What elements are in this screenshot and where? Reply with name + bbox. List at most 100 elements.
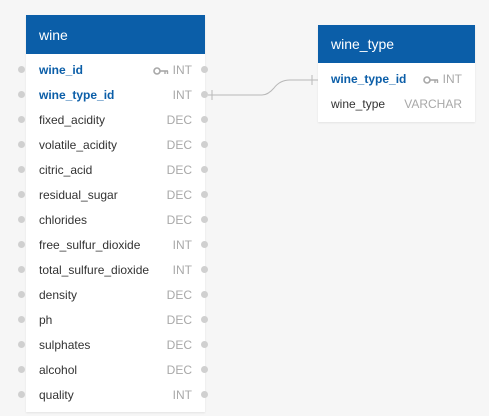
key-icon (152, 65, 169, 75)
column-name: ph (39, 312, 53, 327)
column-type: INT (173, 88, 192, 102)
key-icon (422, 74, 439, 84)
column-type: INT (173, 388, 192, 402)
column-type-label: INT (442, 71, 462, 86)
column-row-wine-type[interactable]: wine_type VARCHAR (318, 91, 475, 116)
right-connector-dot[interactable] (201, 166, 208, 173)
column-type: INT (173, 238, 192, 252)
column-row-volatile-acidity[interactable]: volatile_acidity DEC (18, 132, 208, 157)
column-row-sulphates[interactable]: sulphates DEC (18, 332, 208, 357)
column-type: DEC (167, 213, 192, 227)
column-type-label: DEC (166, 137, 192, 152)
column-row-fixed-acidity[interactable]: fixed_acidity DEC (18, 107, 208, 132)
column-type-label: VARCHAR (404, 96, 462, 111)
left-connector-dot[interactable] (18, 116, 25, 123)
table-header[interactable]: wine_type (318, 25, 475, 63)
column-name: wine_id (39, 62, 84, 77)
left-connector-dot[interactable] (18, 191, 25, 198)
column-row-chlorides[interactable]: chlorides DEC (18, 207, 208, 232)
left-connector-dot[interactable] (18, 66, 25, 73)
left-connector-dot[interactable] (18, 291, 25, 298)
table-title: wine_type (331, 36, 395, 52)
connector-line (208, 79, 318, 96)
column-name: wine_type_id (39, 87, 115, 102)
column-type-label: DEC (166, 362, 192, 377)
column-type: DEC (167, 113, 192, 127)
column-type-label: INT (172, 62, 192, 77)
column-name: citric_acid (39, 162, 93, 177)
column-type: INT (422, 71, 462, 86)
column-type-label: DEC (166, 312, 192, 327)
column-row-ph[interactable]: ph DEC (18, 307, 208, 332)
column-row-free-sulfur-dioxide[interactable]: free_sulfur_dioxide INT (18, 232, 208, 257)
column-type: DEC (167, 288, 192, 302)
column-name: wine_type (331, 96, 386, 111)
column-name: residual_sugar (39, 187, 118, 202)
column-name: wine_type_id (331, 71, 407, 86)
right-connector-dot[interactable] (201, 191, 208, 198)
column-name: chlorides (39, 212, 88, 227)
left-connector-dot[interactable] (18, 216, 25, 223)
column-name: fixed_acidity (39, 112, 106, 127)
right-connector-dot[interactable] (201, 341, 208, 348)
right-connector-dot[interactable] (201, 241, 208, 248)
column-name: density (39, 287, 78, 302)
column-type: INT (173, 263, 192, 277)
column-name: quality (39, 387, 74, 402)
column-type-label: INT (172, 237, 192, 252)
left-connector-dot[interactable] (18, 341, 25, 348)
left-connector-dot[interactable] (18, 391, 25, 398)
column-type-label: DEC (166, 162, 192, 177)
column-row-alcohol[interactable]: alcohol DEC (18, 357, 208, 382)
right-connector-dot[interactable] (201, 91, 208, 98)
column-name: sulphates (39, 337, 91, 352)
column-type: DEC (167, 163, 192, 177)
column-type-label: INT (172, 87, 192, 102)
left-connector-dot[interactable] (18, 366, 25, 373)
right-connector-dot[interactable] (201, 266, 208, 273)
right-connector-dot[interactable] (201, 291, 208, 298)
column-row-density[interactable]: density DEC (18, 282, 208, 307)
table-header[interactable]: wine (26, 15, 205, 54)
column-row-wine-type-id[interactable]: wine_type_id INT (18, 82, 208, 107)
column-row-wine-type-id[interactable]: wine_type_id INT (318, 66, 475, 91)
table-title: wine (39, 26, 68, 43)
right-connector-dot[interactable] (201, 391, 208, 398)
column-type-label: DEC (166, 212, 192, 227)
right-connector-dot[interactable] (201, 316, 208, 323)
left-connector-dot[interactable] (18, 141, 25, 148)
column-type-label: DEC (166, 187, 192, 202)
column-name: total_sulfure_dioxide (39, 262, 150, 277)
right-connector-dot[interactable] (201, 216, 208, 223)
left-connector-dot[interactable] (18, 166, 25, 173)
column-type: VARCHAR (404, 97, 462, 111)
column-row-citric-acid[interactable]: citric_acid DEC (18, 157, 208, 182)
right-connector-dot[interactable] (201, 116, 208, 123)
column-type: INT (152, 62, 192, 77)
column-name: alcohol (39, 362, 78, 377)
column-type-label: DEC (166, 287, 192, 302)
column-type: DEC (167, 338, 192, 352)
column-type-label: INT (172, 387, 192, 402)
column-name: free_sulfur_dioxide (39, 237, 141, 252)
column-row-wine-id[interactable]: wine_id INT (18, 57, 208, 82)
left-connector-dot[interactable] (18, 316, 25, 323)
left-connector-dot[interactable] (18, 266, 25, 273)
right-connector-dot[interactable] (201, 66, 208, 73)
column-type-label: DEC (166, 112, 192, 127)
right-connector-dot[interactable] (201, 141, 208, 148)
left-connector-dot[interactable] (18, 241, 25, 248)
column-row-residual-sugar[interactable]: residual_sugar DEC (18, 182, 208, 207)
column-type: DEC (167, 188, 192, 202)
left-connector-dot[interactable] (18, 91, 25, 98)
column-type-label: INT (172, 262, 192, 277)
column-type: DEC (167, 138, 192, 152)
column-name: volatile_acidity (39, 137, 118, 152)
column-type: DEC (167, 313, 192, 327)
right-connector-dot[interactable] (201, 366, 208, 373)
column-row-quality[interactable]: quality INT (18, 382, 208, 407)
column-type-label: DEC (166, 337, 192, 352)
column-row-total-sulfure-dioxide[interactable]: total_sulfure_dioxide INT (18, 257, 208, 282)
